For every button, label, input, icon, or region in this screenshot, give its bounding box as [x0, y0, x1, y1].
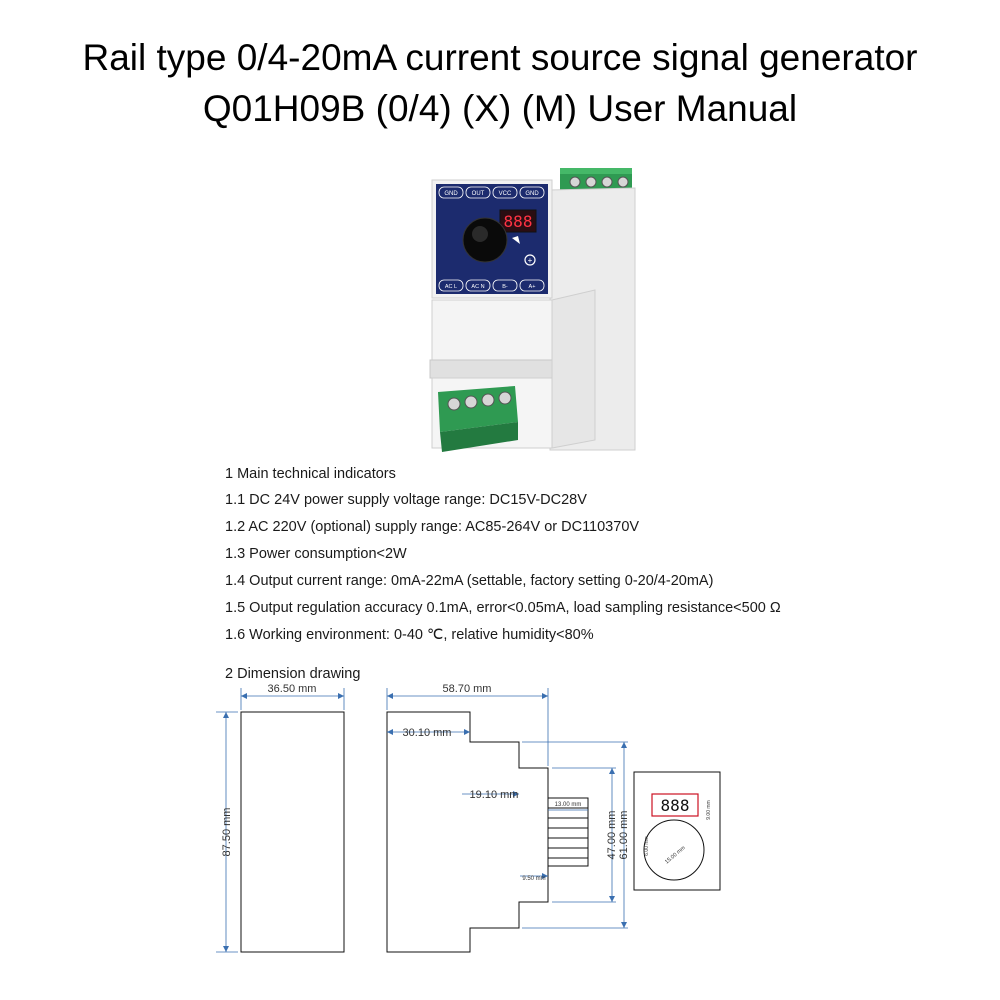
dim-front-width: 36.50 mm: [268, 683, 317, 695]
dim-knob-offset: 9.50 mm: [522, 876, 545, 882]
spec-item: 1.3 Power consumption<2W: [225, 546, 407, 562]
bottom-label-2: AC N: [471, 284, 484, 290]
dim-side-base: 30.10 mm: [403, 727, 452, 739]
front-view-outline: [240, 711, 345, 953]
bottom-label-3: B-: [502, 284, 508, 290]
dim-panel-knob-dia: 15.00 mm: [664, 845, 687, 866]
dimension-heading: 2 Dimension drawing: [225, 666, 361, 682]
led-display: [499, 209, 537, 233]
panel-display-box: [651, 793, 699, 817]
led-display-digits: 888: [504, 212, 533, 231]
rotate-arrow-icon: [512, 236, 520, 244]
bottom-labels: AC L AC N B- A+: [438, 279, 545, 292]
spec-item: 1.2 AC 220V (optional) supply range: AC8…: [225, 519, 640, 535]
side-view-outline: [386, 711, 549, 953]
plus-icon: [524, 254, 536, 266]
side-knob-block: [547, 797, 589, 867]
bottom-label-1: AC L: [445, 284, 457, 290]
dim-panel-d2: 9.00 mm: [706, 800, 712, 819]
title-line-1: Rail type 0/4-20mA current source signal…: [82, 37, 918, 78]
housing: [429, 187, 636, 451]
top-label-3: VCC: [499, 191, 512, 197]
svg-text:+: +: [528, 256, 533, 265]
dim-front-height: 87.50 mm: [221, 808, 233, 857]
top-label-1: GND: [444, 191, 458, 197]
spec-item: 1.4 Output current range: 0mA-22mA (sett…: [225, 573, 714, 589]
dim-side-depth: 58.70 mm: [443, 683, 492, 695]
dim-side-step: 19.10 mm: [470, 789, 519, 801]
bottom-terminal-block: [438, 386, 518, 452]
spec-item: 1.1 DC 24V power supply voltage range: D…: [225, 492, 587, 508]
product-image: GND OUT VCC GND 888 + AC L AC N B- A+: [429, 168, 636, 452]
front-panel: GND OUT VCC GND 888 + AC L AC N B- A+: [431, 179, 553, 299]
dimension-drawing: 888 36.50 mm 87.50 mm: [216, 683, 721, 953]
panel-view-outline: [633, 771, 721, 891]
dim-panel-d1: 6.00 mm: [644, 836, 650, 855]
spec-item: 1.6 Working environment: 0-40 ℃, relativ…: [225, 627, 594, 643]
specs-heading: 1 Main technical indicators: [225, 466, 396, 482]
top-label-2: OUT: [472, 191, 485, 197]
top-labels: GND OUT VCC GND: [438, 186, 545, 199]
panel-knob-circle: [643, 819, 705, 881]
dim-side-height-47: 47.00 mm: [606, 811, 618, 860]
dim-knob-gap: 13.00 mm: [555, 802, 582, 808]
spec-item: 1.5 Output regulation accuracy 0.1mA, er…: [225, 600, 781, 616]
top-label-4: GND: [525, 191, 539, 197]
dim-side-height-61: 61.00 mm: [618, 811, 630, 860]
title-line-2: Q01H09B (0/4) (X) (M) User Manual: [202, 88, 798, 129]
bottom-label-4: A+: [529, 284, 536, 290]
panel-display-digits: 888: [661, 796, 690, 815]
